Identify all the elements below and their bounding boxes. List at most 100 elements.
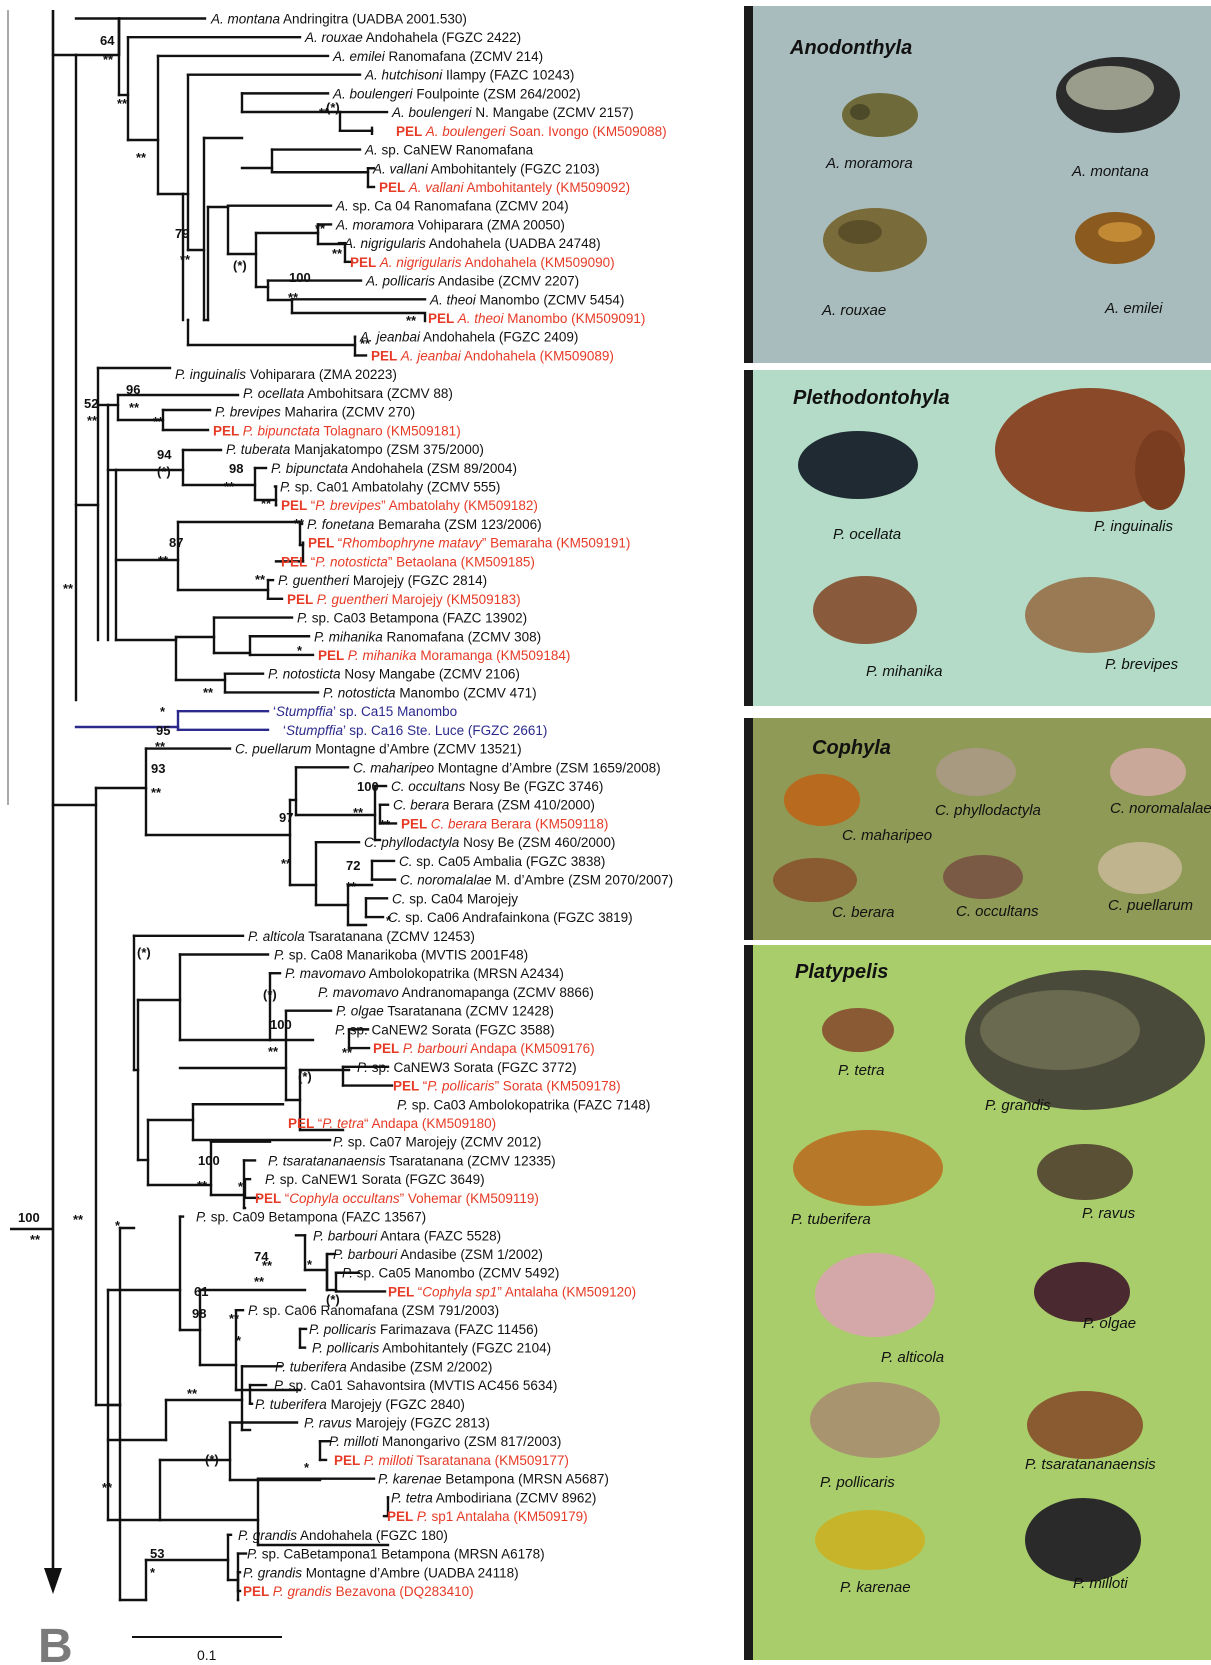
tip-label: A. sp. CaNEW Ranomafana bbox=[364, 143, 534, 158]
tip-label: P. sp. Ca01 Sahavontsira (MVTIS AC456 56… bbox=[274, 1378, 557, 1393]
support-value: ** bbox=[63, 581, 74, 596]
tip-label: P. karenae Betampona (MRSN A5687) bbox=[378, 1472, 609, 1487]
support-value: 98 bbox=[192, 1306, 206, 1321]
tip-label: P. mavomavo Andranomapanga (ZCMV 8866) bbox=[318, 985, 594, 1000]
species-caption: A. emilei bbox=[1104, 300, 1163, 317]
tip-label: PEL “P. tetra“ Andapa (KM509180) bbox=[288, 1116, 496, 1131]
tip-label: ‘Stumpffia’ sp. Ca15 Manombo bbox=[273, 704, 457, 719]
tip-label: P. brevipes Maharira (ZCMV 270) bbox=[215, 405, 415, 420]
tip-label: P. tetra Ambodiriana (ZCMV 8962) bbox=[391, 1490, 596, 1505]
tip-label: A. hutchisoni Ilampy (FAZC 10243) bbox=[364, 68, 574, 83]
support-value: ** bbox=[281, 856, 292, 871]
tip-label: P. inguinalis Vohiparara (ZMA 20223) bbox=[175, 367, 397, 382]
tip-label: P. tuberifera Marojejy (FGZC 2840) bbox=[255, 1397, 465, 1412]
support-value: ** bbox=[380, 817, 391, 832]
support-value: ** bbox=[294, 516, 305, 531]
tip-label: C. puellarum Montagne d’Ambre (ZCMV 1352… bbox=[235, 742, 522, 757]
tip-label: P. sp. CaNEW1 Sorata (FGZC 3649) bbox=[265, 1172, 485, 1187]
support-value: ** bbox=[129, 400, 140, 415]
support-value: 94 bbox=[157, 447, 172, 462]
species-caption: C. occultans bbox=[956, 903, 1039, 920]
tip-label: P. sp. Ca03 Ambolokopatrika (FAZC 7148) bbox=[397, 1097, 650, 1112]
panel-title: Cophyla bbox=[812, 737, 891, 759]
tip-label: A. moramora Vohiparara (ZMA 20050) bbox=[335, 217, 565, 232]
support-value: ** bbox=[103, 52, 114, 67]
support-value: ** bbox=[87, 413, 98, 428]
tip-label: C. maharipeo Montagne d’Ambre (ZSM 1659/… bbox=[353, 760, 661, 775]
panel-letter: B bbox=[38, 1620, 73, 1665]
support-value: (*) bbox=[137, 945, 151, 960]
tip-label: C. sp. Ca06 Andrafainkona (FGZC 3819) bbox=[388, 910, 633, 925]
panel-divider-bar bbox=[744, 718, 753, 940]
tip-label: P. sp. Ca08 Manarikoba (MVTIS 2001F48) bbox=[274, 948, 528, 963]
support-value: 53 bbox=[150, 1546, 164, 1561]
panel-title: Platypelis bbox=[795, 961, 888, 983]
support-value: ** bbox=[342, 1045, 353, 1060]
panel-divider-bar bbox=[744, 6, 753, 363]
tip-label: C. noromalalae M. d’Ambre (ZSM 2070/2007… bbox=[400, 873, 673, 888]
tip-label: A. emilei Ranomafana (ZCMV 214) bbox=[332, 49, 543, 64]
support-value: ** bbox=[155, 739, 166, 754]
support-value: (*) bbox=[233, 258, 247, 273]
tip-label: C. berara Berara (ZSM 410/2000) bbox=[393, 798, 595, 813]
support-value: 100 bbox=[198, 1153, 220, 1168]
tip-label: PEL “Rhombophryne matavy” Bemaraha (KM50… bbox=[308, 536, 630, 551]
support-value: (*) bbox=[298, 1069, 312, 1084]
tip-label: ‘Stumpffia’ sp. Ca16 Ste. Luce (FGZC 266… bbox=[283, 723, 547, 738]
support-value: ** bbox=[319, 105, 330, 120]
tip-label: PEL P. mihanika Moramanga (KM509184) bbox=[318, 648, 570, 663]
support-value: ** bbox=[268, 1044, 279, 1059]
species-caption: P. brevipes bbox=[1105, 656, 1179, 673]
tip-label: A. rouxae Andohahela (FGZC 2422) bbox=[304, 30, 521, 45]
support-value: ** bbox=[102, 1480, 113, 1495]
tip-label: P. sp. Ca09 Betampona (FAZC 13567) bbox=[196, 1210, 426, 1225]
tip-label: PEL C. berara Berara (KM509118) bbox=[401, 816, 608, 831]
tip-label: PEL P. sp1 Antalaha (KM509179) bbox=[387, 1509, 588, 1524]
support-value: ** bbox=[73, 1212, 84, 1227]
support-value: ** bbox=[203, 685, 214, 700]
tip-label: P. sp. CaNEW2 Sorata (FGZC 3588) bbox=[335, 1022, 555, 1037]
tip-label: PEL “P. pollicaris” Sorata (KM509178) bbox=[393, 1079, 621, 1094]
tip-label: PEL P. guentheri Marojejy (KM509183) bbox=[287, 592, 521, 607]
tip-label: P. notosticta Manombo (ZCMV 471) bbox=[323, 685, 537, 700]
tip-label: P. tuberata Manjakatompo (ZSM 375/2000) bbox=[226, 442, 484, 457]
tip-label: A. jeanbai Andohahela (FGZC 2409) bbox=[359, 330, 578, 345]
support-value: ** bbox=[158, 553, 169, 568]
tip-label: P. grandis Montagne d’Ambre (UADBA 24118… bbox=[243, 1565, 519, 1580]
tip-label: P. olgae Tsaratanana (ZCMV 12428) bbox=[336, 1004, 554, 1019]
tip-label: P. grandis Andohahela (FGZC 180) bbox=[238, 1528, 448, 1543]
species-caption: P. olgae bbox=[1083, 1315, 1136, 1332]
tip-label: P. ravus Marojejy (FGZC 2813) bbox=[304, 1416, 490, 1431]
tip-label: A. theoi Manombo (ZCMV 5454) bbox=[429, 292, 624, 307]
support-value: 52 bbox=[84, 396, 98, 411]
support-value: ** bbox=[332, 246, 343, 261]
species-caption: P. inguinalis bbox=[1094, 518, 1173, 535]
tip-label: PEL P. milloti Tsaratanana (KM509177) bbox=[334, 1453, 569, 1468]
tip-label: P. pollicaris Farimazava (FAZC 11456) bbox=[309, 1322, 538, 1337]
tip-label: P. sp. Ca05 Manombo (ZCMV 5492) bbox=[342, 1266, 559, 1281]
panel-divider-bar bbox=[744, 945, 753, 1660]
tip-label: A. vallani Ambohitantely (FGZC 2103) bbox=[372, 161, 600, 176]
tip-label: A. nigrigularis Andohahela (UADBA 24748) bbox=[343, 236, 601, 251]
support-value: 74 bbox=[254, 1249, 269, 1264]
scale-bar-label: 0.1 bbox=[197, 1647, 217, 1663]
root-bootstrap: 100 bbox=[18, 1210, 40, 1225]
support-value: ** bbox=[153, 414, 164, 429]
panel-divider-bar bbox=[744, 370, 753, 706]
support-value: ** bbox=[406, 313, 417, 328]
tip-label: A. boulengeri N. Mangabe (ZCMV 2157) bbox=[391, 105, 634, 120]
tip-label: P. sp. Ca01 Ambatolahy (ZCMV 555) bbox=[280, 480, 500, 495]
tip-label: P. ocellata Ambohitsara (ZCMV 88) bbox=[243, 386, 453, 401]
species-caption: P. pollicaris bbox=[820, 1474, 895, 1491]
support-value: ** bbox=[224, 479, 235, 494]
tip-label: C. sp. Ca04 Marojejy bbox=[392, 891, 518, 906]
tip-label: P. tsaratananaensis Tsaratanana (ZCMV 12… bbox=[268, 1153, 556, 1168]
species-caption: A. moramora bbox=[825, 155, 913, 172]
tip-label: P. alticola Tsaratanana (ZCMV 12453) bbox=[248, 929, 475, 944]
species-caption: C. maharipeo bbox=[842, 827, 932, 844]
support-value: ** bbox=[117, 96, 128, 111]
tip-label: A. pollicaris Andasibe (ZCMV 2207) bbox=[365, 274, 579, 289]
tip-label: P. sp. CaBetampona1 Betampona (MRSN A617… bbox=[247, 1547, 545, 1562]
tip-label: PEL A. jeanbai Andohahela (KM509089) bbox=[371, 348, 614, 363]
species-caption: C. puellarum bbox=[1108, 897, 1193, 914]
